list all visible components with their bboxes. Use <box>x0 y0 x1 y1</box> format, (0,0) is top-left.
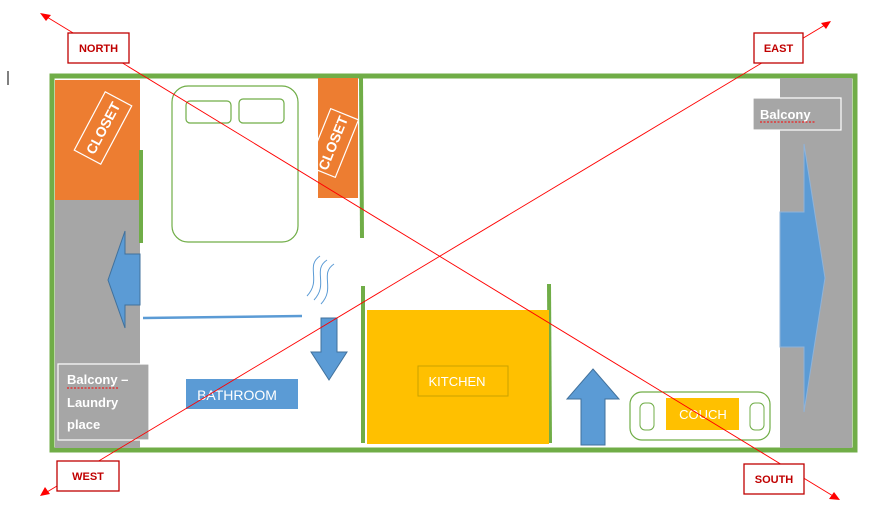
apartment-outline <box>49 73 858 453</box>
couch-label-box <box>666 398 739 430</box>
arrow-west <box>107 230 141 329</box>
wall-bedroom-east <box>359 77 364 239</box>
couch-arm-right <box>749 402 765 431</box>
balcony-west-label-line1: Balcony – <box>67 372 128 387</box>
arrow-east <box>779 143 826 413</box>
compass-north-box <box>67 32 130 64</box>
bed <box>171 85 299 243</box>
couch-label: COUCH <box>679 407 727 422</box>
steam-line-2 <box>313 259 328 301</box>
arrowhead-east <box>821 21 831 29</box>
compass-west-box <box>56 460 120 492</box>
closet-right-label-box <box>306 107 360 179</box>
bathroom-label: BATHROOM <box>197 387 277 403</box>
balcony-west-label-line3: place <box>67 417 100 432</box>
closet-left-area <box>55 80 140 200</box>
kitchen-area <box>367 310 549 444</box>
kitchen-label-box <box>417 365 509 397</box>
compass-west-label: WEST <box>72 471 104 483</box>
bathroom-label-box <box>186 379 298 409</box>
arrowhead-south <box>829 492 840 500</box>
compass-south-box <box>743 463 805 495</box>
closet-left-label-box <box>73 91 133 165</box>
compass-line-east-west <box>41 21 831 496</box>
compass-south-label: SOUTH <box>755 474 794 486</box>
arrow-up <box>565 368 621 446</box>
arrowhead-north <box>40 13 51 21</box>
balcony-west-label-box <box>57 363 150 441</box>
steam-line-1 <box>306 255 321 297</box>
bed-pillow-right <box>238 98 285 124</box>
wall-kitchen-east <box>547 283 552 444</box>
bed-pillow-left <box>185 100 232 124</box>
balcony-west-label-line2: Laundry <box>67 395 119 410</box>
compass-east-box <box>753 32 804 64</box>
balcony-east-label-box <box>752 97 842 131</box>
couch <box>629 391 771 441</box>
arrow-down <box>310 317 348 381</box>
balcony-east-label: Balcony <box>760 107 811 122</box>
steam-line-3 <box>320 263 335 305</box>
compass-east-label: EAST <box>764 43 794 55</box>
bathroom-partition <box>142 314 303 320</box>
arrowhead-west <box>40 487 50 496</box>
kitchen-label: KITCHEN <box>428 374 485 389</box>
couch-arm-left <box>639 402 655 431</box>
compass-north-label: NORTH <box>79 43 118 55</box>
